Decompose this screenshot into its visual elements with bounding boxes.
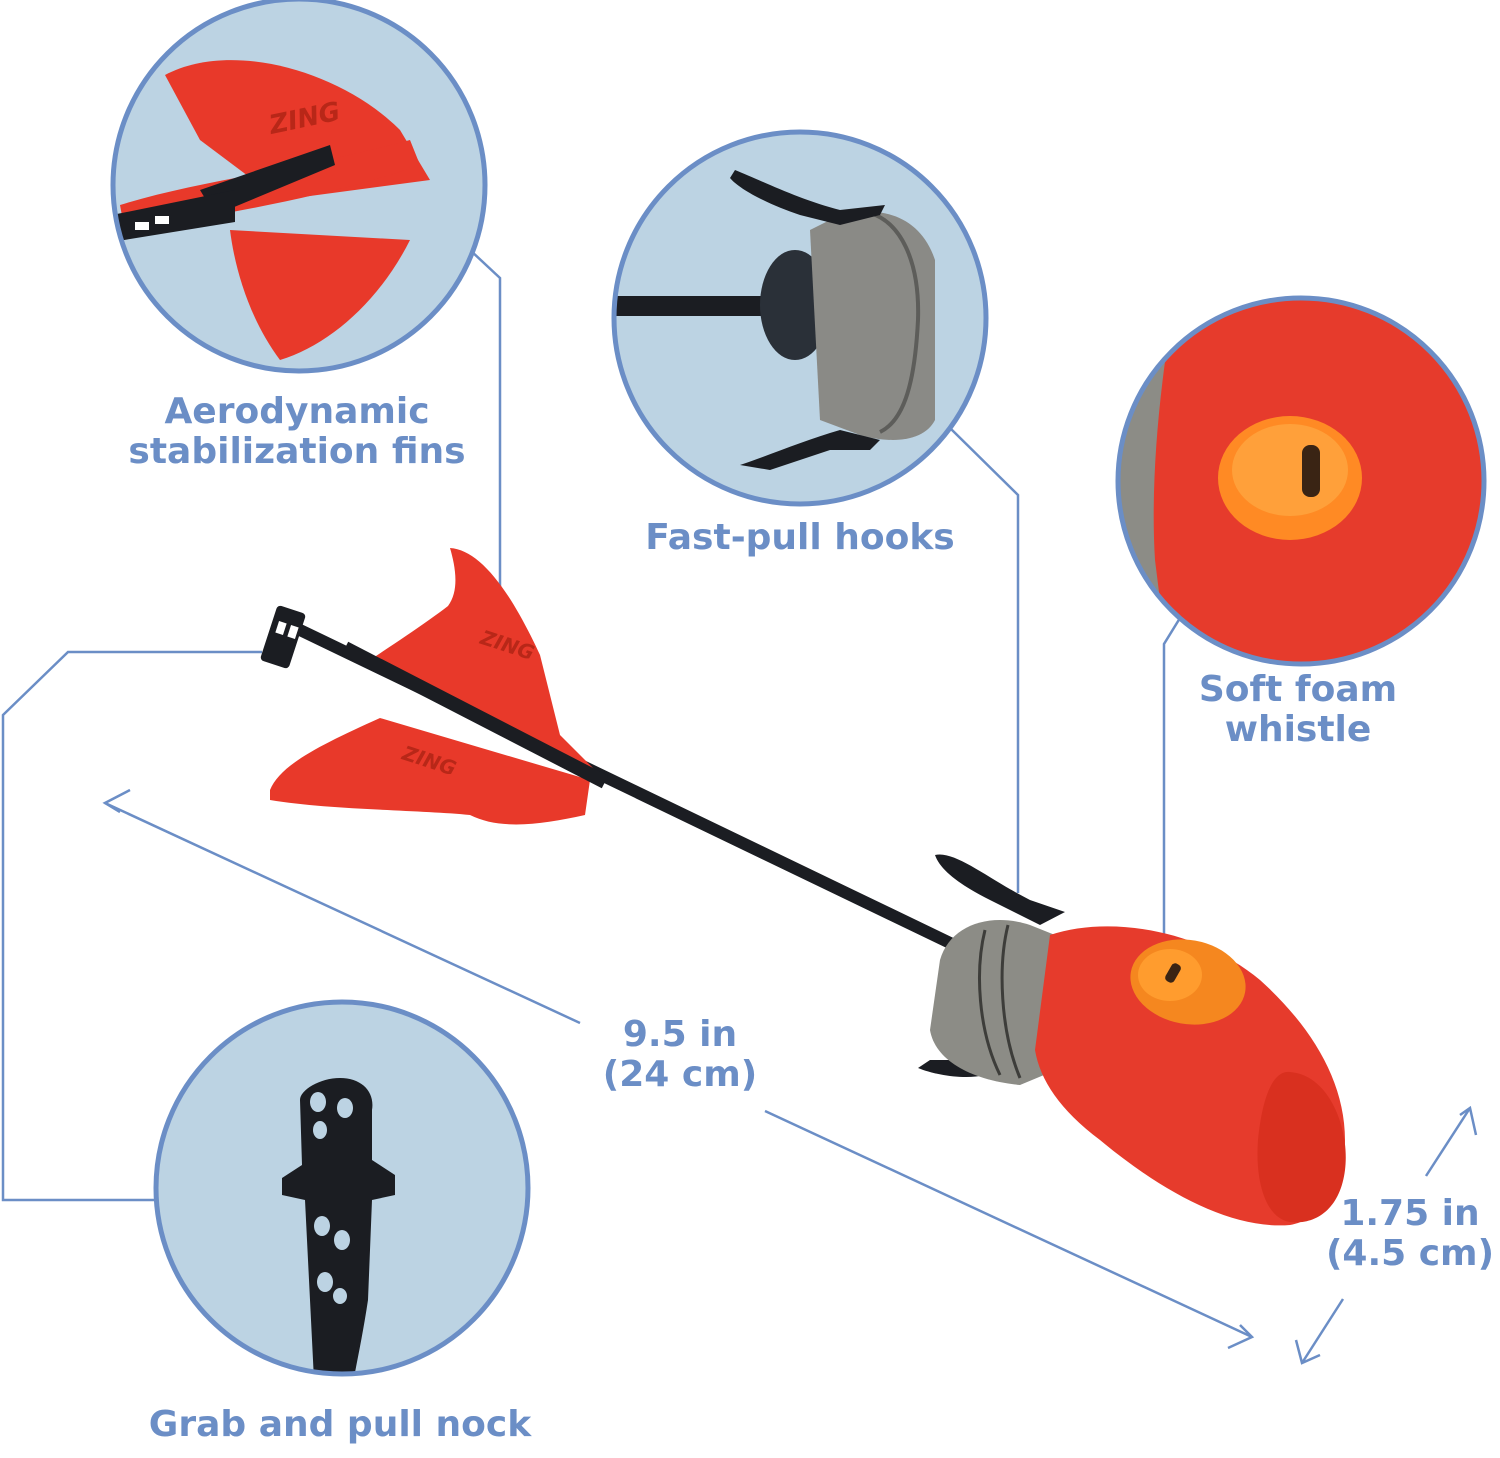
hooks-label: Fast-pull hooks [625, 518, 975, 558]
whistle-callout [1115, 295, 1487, 667]
fins-callout: ZING [110, 0, 488, 374]
fins-label-line2: stabilization fins [128, 431, 466, 472]
length-line2: (24 cm) [602, 1054, 758, 1095]
length-line1: 9.5 in [622, 1014, 738, 1055]
diameter-line2: (4.5 cm) [1325, 1233, 1495, 1274]
arrow-nock [260, 605, 306, 669]
whistle-label-line2: whistle [1224, 709, 1372, 750]
fins-leader-line [469, 249, 502, 612]
hooks-leader-line [949, 427, 1020, 903]
upper-fin [370, 548, 600, 775]
diameter-dimension-line [1294, 1105, 1478, 1365]
nock-label: Grab and pull nock [130, 1405, 550, 1445]
arrow-product: ZING ZING [260, 548, 1346, 1226]
whistle-label: Soft foam whistle [1178, 670, 1418, 750]
diameter-dimension-label: 1.75 in (4.5 cm) [1322, 1194, 1498, 1274]
length-dimension-line [102, 788, 1255, 1350]
arrow-foam-head [930, 920, 1346, 1226]
nock-callout [153, 999, 531, 1377]
lower-fin [270, 718, 590, 825]
whistle-label-line1: Soft foam [1198, 669, 1398, 710]
fins-label: Aerodynamic stabilization fins [112, 392, 482, 472]
arrow-fins: ZING ZING [270, 548, 609, 825]
arrow-hook-upper [935, 854, 1065, 925]
leader-lines [1, 249, 1182, 1202]
hooks-callout [611, 129, 989, 507]
diameter-line1: 1.75 in [1340, 1193, 1480, 1234]
hooks-label-line1: Fast-pull hooks [645, 517, 955, 558]
whistle-leader-line [1162, 617, 1182, 960]
fins-label-line1: Aerodynamic [164, 391, 430, 432]
nock-label-line1: Grab and pull nock [148, 1404, 532, 1445]
nock-leader-line [1, 650, 272, 1202]
length-dimension-label: 9.5 in (24 cm) [580, 1015, 780, 1095]
